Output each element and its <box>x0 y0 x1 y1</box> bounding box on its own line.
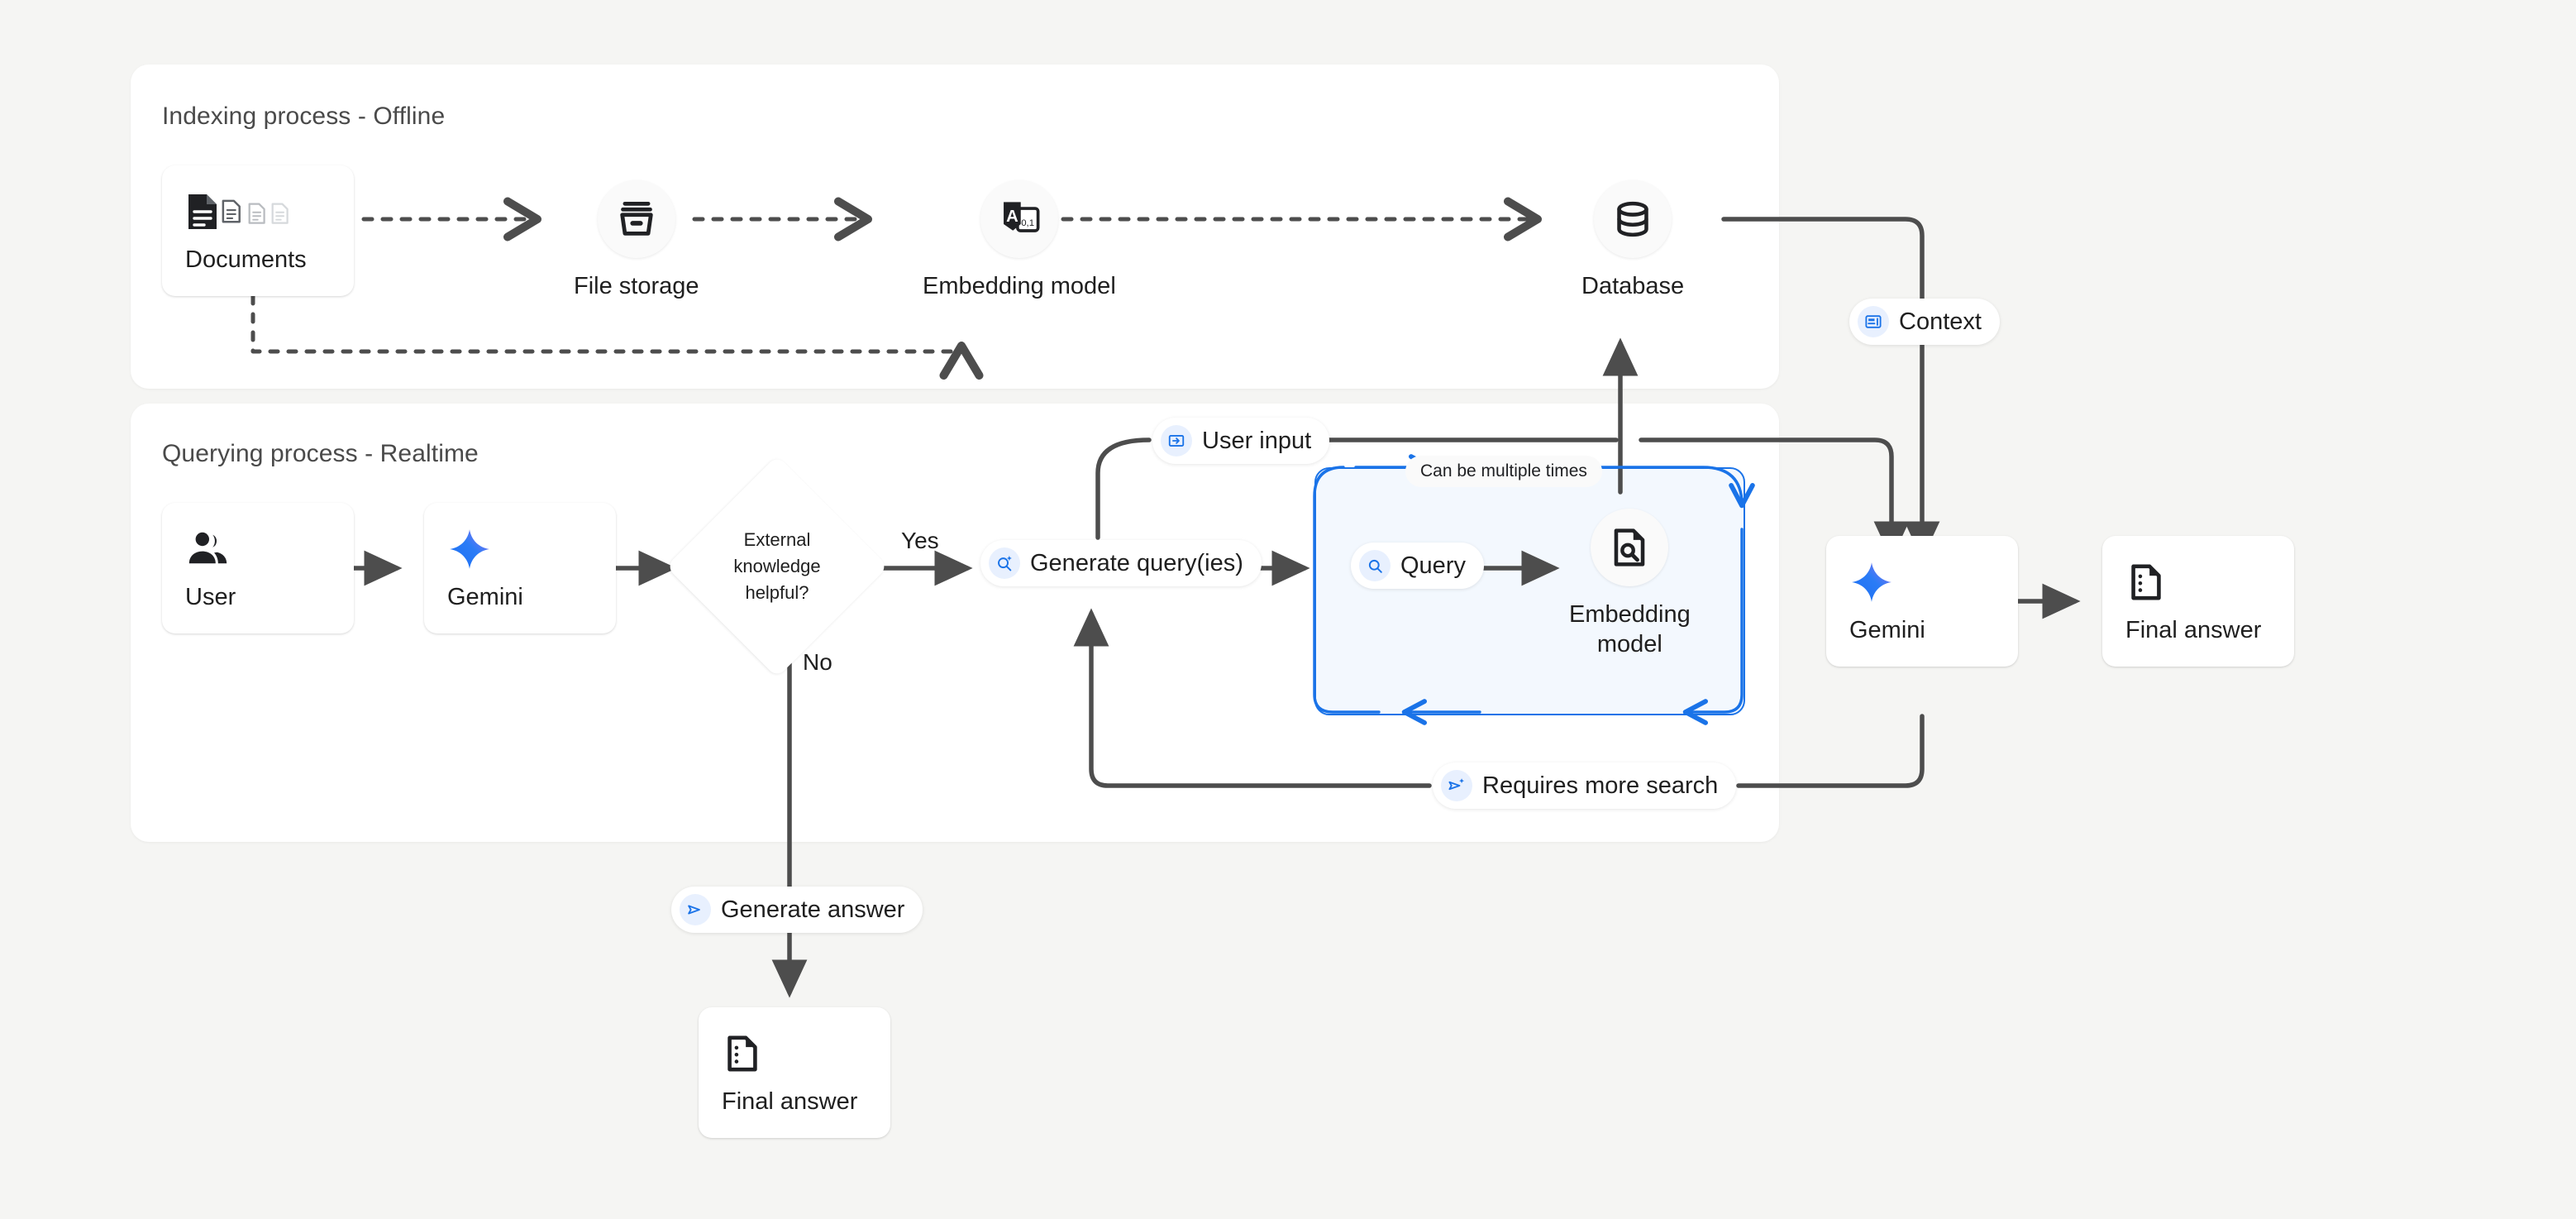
node-decision-external-knowledge[interactable]: External knowledge helpful? <box>665 455 889 678</box>
document-search-icon <box>1591 509 1669 586</box>
node-embedding-model[interactable]: 0,1 A Embedding model <box>923 180 1116 301</box>
badge-generate-queries[interactable]: Generate query(ies) <box>980 540 1262 586</box>
decision-line-1: External <box>743 529 811 551</box>
article-icon <box>1858 306 1889 337</box>
file-storage-icon <box>597 180 675 258</box>
node-gemini-right[interactable]: Gemini <box>1826 536 2018 667</box>
send-icon <box>680 894 711 925</box>
node-label: User <box>185 583 236 610</box>
node-file-storage[interactable]: File storage <box>574 180 699 301</box>
badge-query[interactable]: Query <box>1351 543 1484 589</box>
badge-generate-answer[interactable]: Generate answer <box>671 887 923 933</box>
svg-text:0,1: 0,1 <box>1021 218 1034 228</box>
gemini-sparkle-icon <box>447 526 616 572</box>
search-sparkle-icon <box>989 547 1020 579</box>
decision-line-3: helpful? <box>745 581 809 603</box>
label-line-1: Embedding <box>1569 601 1691 628</box>
decision-text: External knowledge helpful? <box>699 488 856 645</box>
node-documents[interactable]: Documents <box>162 165 354 296</box>
answer-document-icon <box>2125 559 2294 605</box>
loop-caption: Can be multiple times <box>1405 456 1602 487</box>
node-label: Embedding model <box>1569 600 1691 660</box>
node-final-answer-bottom[interactable]: Final answer <box>699 1007 890 1138</box>
badge-label: Requires more search <box>1482 772 1719 799</box>
badge-user-input[interactable]: User input <box>1152 418 1330 464</box>
gemini-sparkle-icon <box>1849 559 2018 605</box>
node-database[interactable]: Database <box>1581 180 1684 301</box>
database-icon <box>1594 180 1672 258</box>
text-to-vector-icon: 0,1 A <box>980 180 1058 258</box>
node-user[interactable]: User <box>162 503 354 633</box>
label-line-2: model <box>1596 631 1662 658</box>
panel-title-querying: Querying process - Realtime <box>162 440 479 467</box>
send-sparkle-icon <box>1441 770 1472 801</box>
badge-label: Query <box>1400 552 1466 579</box>
documents-icon <box>185 189 354 235</box>
panel-title-indexing: Indexing process - Offline <box>162 103 446 130</box>
node-label: Final answer <box>2125 616 2262 643</box>
badge-label: Generate answer <box>721 896 905 923</box>
node-label: File storage <box>574 273 699 299</box>
retrieval-loop-container <box>1314 467 1745 715</box>
node-label: Documents <box>185 246 307 273</box>
badge-label: Context <box>1899 308 1982 335</box>
input-login-icon <box>1161 425 1192 457</box>
node-label: Final answer <box>722 1088 858 1115</box>
decision-line-2: knowledge <box>733 556 821 577</box>
edge-label-no: No <box>803 649 832 675</box>
node-label: Embedding model <box>923 273 1116 299</box>
edge-label-yes: Yes <box>901 528 939 553</box>
answer-document-icon <box>722 1030 890 1077</box>
search-icon <box>1359 550 1391 581</box>
node-label: Gemini <box>447 583 523 610</box>
badge-label: User input <box>1202 427 1312 454</box>
badge-label: Generate query(ies) <box>1030 549 1243 576</box>
node-gemini-left[interactable]: Gemini <box>424 503 616 633</box>
badge-requires-more-search[interactable]: Requires more search <box>1433 762 1737 809</box>
badge-context[interactable]: Context <box>1849 299 2000 345</box>
user-group-icon <box>185 526 354 572</box>
node-label: Database <box>1581 273 1685 299</box>
node-final-answer-right[interactable]: Final answer <box>2102 536 2294 667</box>
node-loop-embedding-model[interactable]: Embedding model <box>1569 509 1691 660</box>
node-label: Gemini <box>1849 616 1925 643</box>
svg-text:A: A <box>1006 208 1018 226</box>
